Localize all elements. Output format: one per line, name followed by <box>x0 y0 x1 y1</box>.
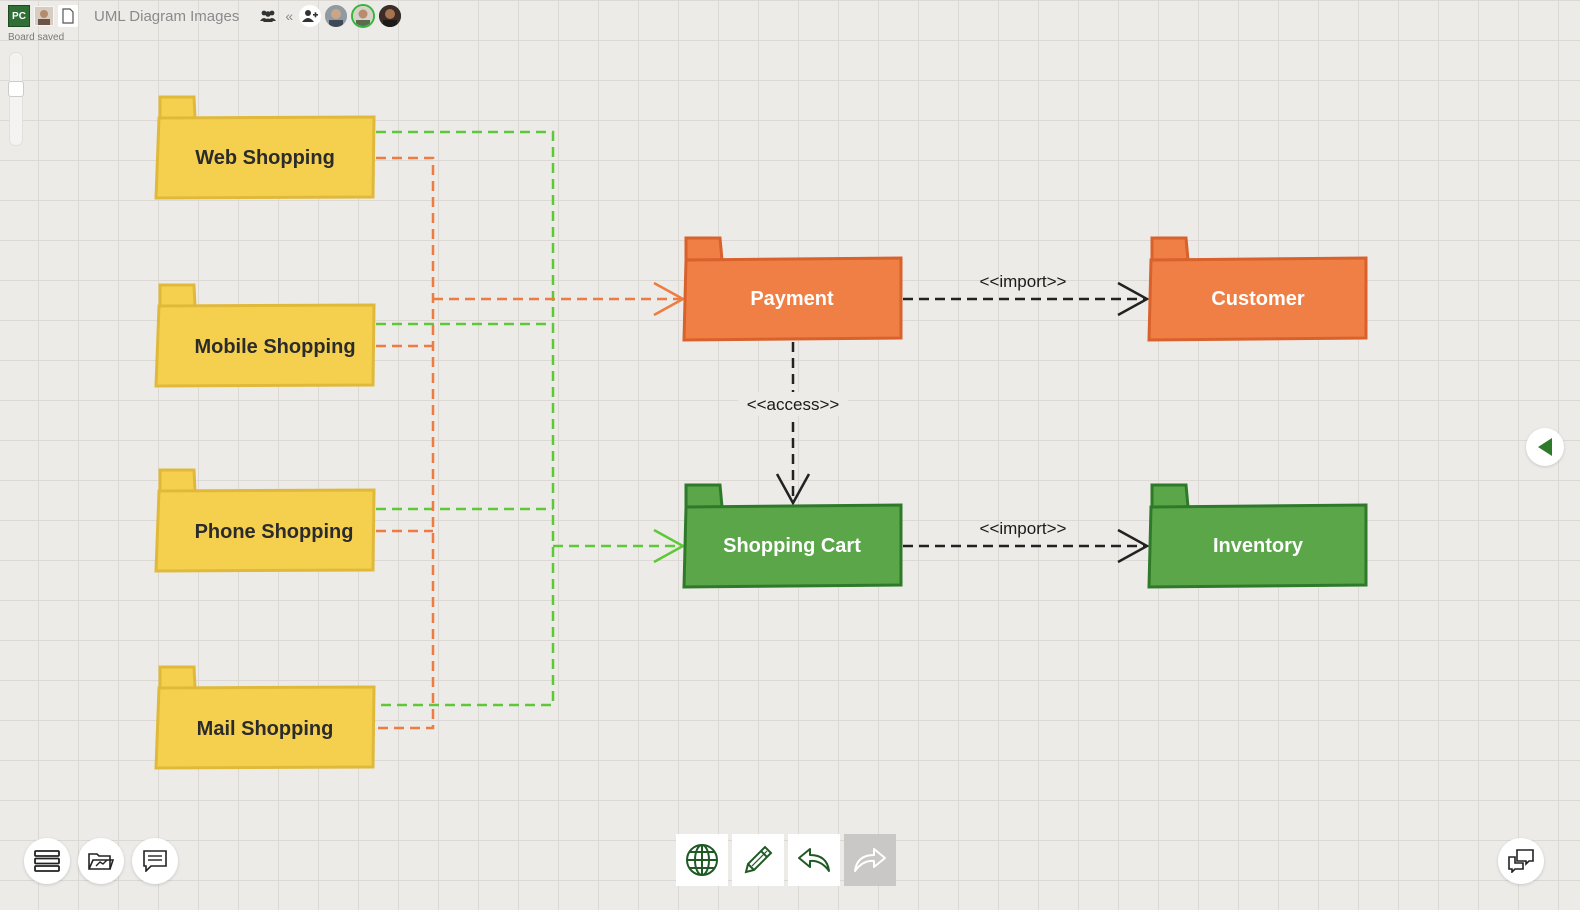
package-label: Mail Shopping <box>197 718 334 740</box>
browse-button[interactable] <box>676 834 728 886</box>
label-background <box>738 392 848 416</box>
collaborator-avatar[interactable] <box>351 4 376 28</box>
avatar-icon <box>35 7 53 25</box>
zoom-slider-handle[interactable] <box>8 81 24 97</box>
package-label: Inventory <box>1213 535 1304 557</box>
arrowhead <box>653 528 686 564</box>
package-label: Phone Shopping <box>195 521 354 543</box>
package-label: Mobile Shopping <box>194 336 355 358</box>
chat-icon <box>1508 849 1534 873</box>
comment-icon <box>143 850 167 872</box>
relationship-label: <<import>> <box>980 519 1067 538</box>
avatar-icon <box>379 5 402 27</box>
save-status: Board saved <box>8 32 65 43</box>
board-icon[interactable] <box>58 5 78 27</box>
open-folder-icon <box>88 853 114 870</box>
dependency-line[interactable] <box>376 130 555 707</box>
avatar-icon <box>353 6 374 26</box>
undo-icon <box>798 848 830 872</box>
package-payment[interactable]: Payment <box>682 236 903 342</box>
package-mobile-shopping[interactable]: Mobile Shopping <box>154 283 376 388</box>
package-web-shopping[interactable]: Web Shopping <box>154 95 376 200</box>
orange-dependency-lines <box>376 156 683 730</box>
package-inventory[interactable]: Inventory <box>1147 483 1368 589</box>
package-customer[interactable]: Customer <box>1147 236 1368 342</box>
green-dependency-lines <box>376 130 683 707</box>
arrowhead <box>775 473 811 506</box>
package-shopping-cart[interactable]: Shopping Cart <box>682 483 903 589</box>
relationship-label: <<access>> <box>747 395 840 414</box>
arrowhead <box>1117 281 1150 317</box>
add-user-icon[interactable] <box>299 5 322 27</box>
user-avatar[interactable] <box>34 6 54 26</box>
comments-button[interactable] <box>132 838 178 884</box>
document-icon <box>62 8 74 24</box>
triangle-left-icon <box>1538 438 1552 456</box>
panel-toggle-button[interactable] <box>1526 428 1564 466</box>
package-label: Web Shopping <box>195 147 335 169</box>
chat-button[interactable] <box>1498 838 1544 884</box>
package-mail-shopping[interactable]: Mail Shopping <box>154 665 376 770</box>
menu-button[interactable] <box>24 838 70 884</box>
bottom-toolbar <box>676 834 900 886</box>
package-label: Shopping Cart <box>723 535 861 557</box>
collaborator-avatar[interactable] <box>325 5 348 27</box>
zoom-slider[interactable] <box>8 52 24 146</box>
app-logo[interactable]: PC <box>8 5 30 27</box>
arrowhead <box>1117 528 1150 564</box>
team-icon[interactable] <box>257 5 279 27</box>
pencil-icon <box>744 845 773 874</box>
menu-icon <box>34 850 60 872</box>
collaborator-avatar[interactable] <box>379 5 402 27</box>
globe-icon <box>686 844 718 876</box>
package-phone-shopping[interactable]: Phone Shopping <box>154 468 376 573</box>
top-bar: PC UML Diagram Images « <box>8 4 402 28</box>
avatar-icon <box>325 5 348 27</box>
board-title[interactable]: UML Diagram Images <box>94 7 240 25</box>
redo-button[interactable] <box>844 834 896 886</box>
relationship-label: <<import>> <box>980 272 1067 291</box>
undo-button[interactable] <box>788 834 840 886</box>
draw-button[interactable] <box>732 834 784 886</box>
collapse-chevron-icon[interactable]: « <box>285 8 294 24</box>
package-label: Customer <box>1211 288 1305 310</box>
dark-dependency-lines <box>791 297 1147 548</box>
redo-icon <box>854 848 886 872</box>
open-board-button[interactable] <box>78 838 124 884</box>
arrowhead <box>653 281 686 317</box>
dependency-line[interactable] <box>376 156 435 730</box>
package-label: Payment <box>750 288 834 310</box>
